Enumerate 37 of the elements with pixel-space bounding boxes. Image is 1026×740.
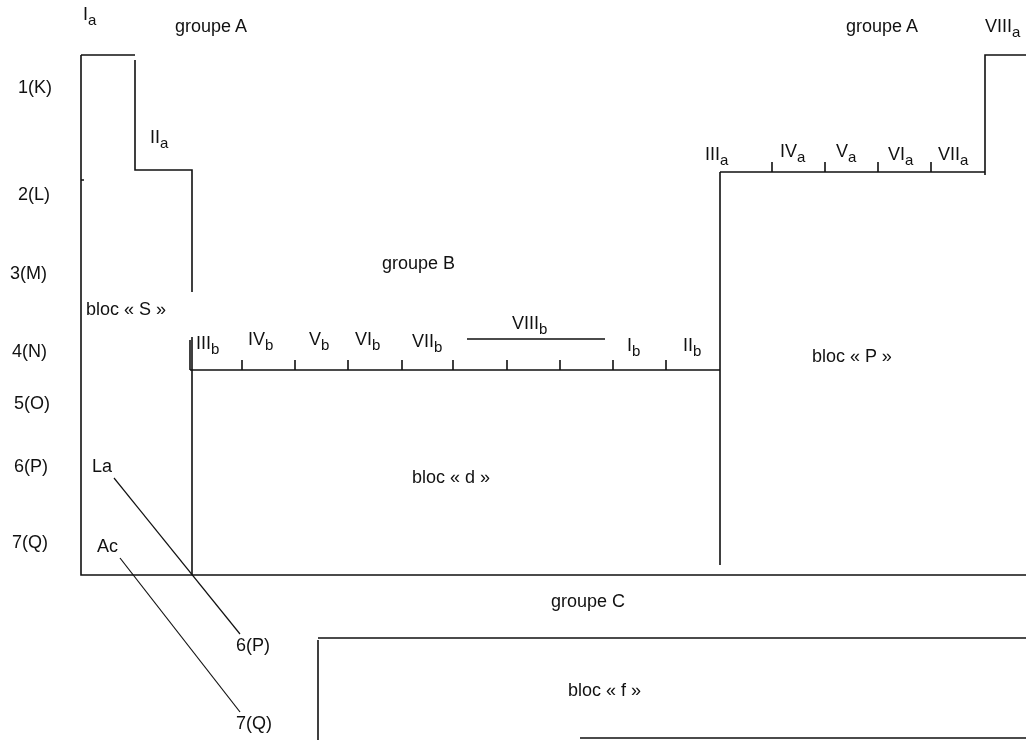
- leader-line: [113, 477, 241, 635]
- group-label: II$_{a}$: [150, 128, 169, 152]
- group-label: II$_{b}$: [683, 336, 702, 360]
- group-label: III$_{b}$: [196, 334, 220, 358]
- group-label: groupe A: [175, 17, 248, 37]
- period-label: 4(N): [12, 342, 47, 362]
- leader-line: [119, 557, 241, 713]
- element-symbol: Ac: [97, 537, 118, 557]
- group-label: VIII$_{b}$: [512, 314, 548, 338]
- group-label: VII$_{a}$: [938, 145, 969, 169]
- group-label: I$_{a}$: [83, 5, 97, 29]
- group-label: IV$_{a}$: [780, 142, 806, 166]
- period-label: 1(K): [18, 78, 52, 98]
- block-label: bloc « f »: [568, 681, 642, 701]
- period-label: 7(Q): [12, 533, 48, 553]
- period-label: 2(L): [18, 185, 50, 205]
- block-label: bloc « S »: [86, 300, 167, 320]
- block-label: bloc « d »: [412, 468, 491, 488]
- group-label: V$_{a}$: [836, 142, 857, 166]
- group-label: III$_{a}$: [705, 145, 729, 169]
- group-label: I$_{b}$: [627, 336, 641, 360]
- group-label: groupe B: [382, 254, 456, 274]
- period-label: 7(Q): [236, 714, 272, 734]
- group-label: groupe A: [846, 17, 919, 37]
- group-label: IV$_{b}$: [248, 330, 274, 354]
- group-label: V$_{b}$: [309, 330, 330, 354]
- period-label: 6(P): [14, 457, 48, 477]
- period-label: 5(O): [14, 394, 50, 414]
- group-label: VI$_{a}$: [888, 145, 914, 169]
- block-label: bloc « P »: [812, 347, 892, 367]
- group-label: groupe C: [551, 592, 626, 612]
- group-label: VII$_{b}$: [412, 332, 443, 356]
- group-label: VI$_{b}$: [355, 330, 381, 354]
- group-label: VIII$_{a}$: [985, 17, 1021, 41]
- period-label: 6(P): [236, 636, 270, 656]
- element-symbol: La: [92, 457, 113, 477]
- period-label: 3(M): [10, 264, 47, 284]
